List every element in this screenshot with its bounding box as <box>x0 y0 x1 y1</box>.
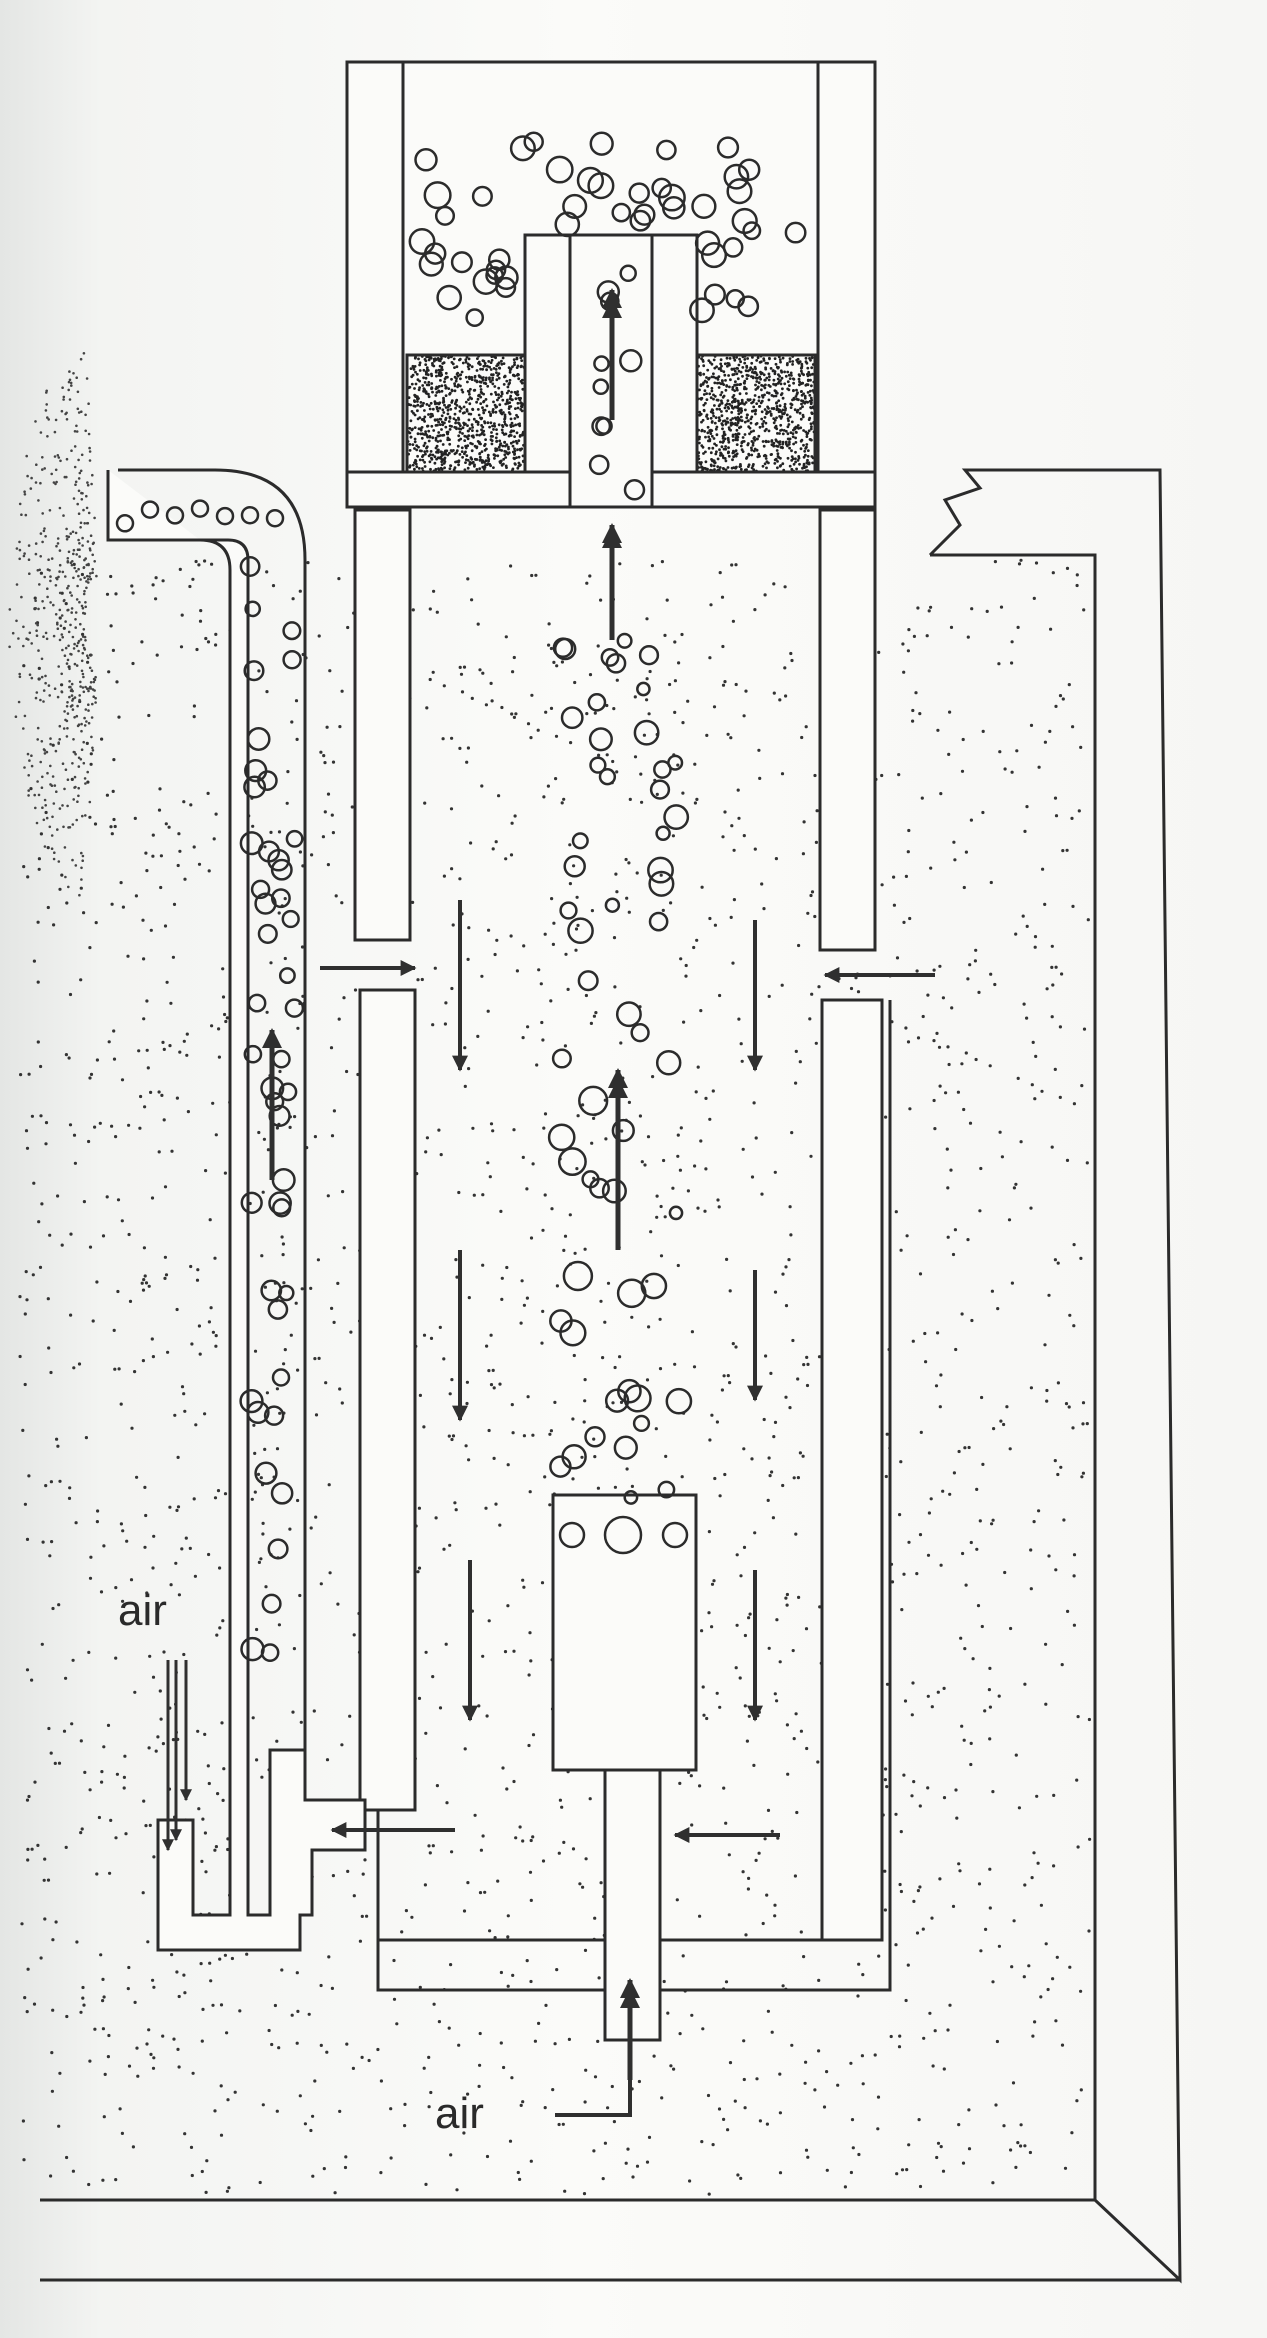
air-stone-housing <box>551 1493 698 1772</box>
filter-wool-left <box>406 354 526 473</box>
right-upper-column <box>818 508 877 952</box>
air-label-left: air <box>118 1586 167 1635</box>
filter-columns <box>353 508 892 2042</box>
air-bubbles <box>115 131 807 1662</box>
uplift-tube <box>106 468 367 1952</box>
right-lower-column <box>820 998 884 1942</box>
left-upper-column <box>353 508 412 942</box>
flow-arrows <box>162 288 935 2117</box>
top-filter-chamber <box>345 60 877 509</box>
aquarium-tank <box>40 468 1182 2284</box>
filter-wool-right <box>696 354 816 473</box>
water-spray-stipple <box>8 352 98 897</box>
left-lower-column <box>358 988 417 1812</box>
air-label-bottom: air <box>435 2089 484 2138</box>
